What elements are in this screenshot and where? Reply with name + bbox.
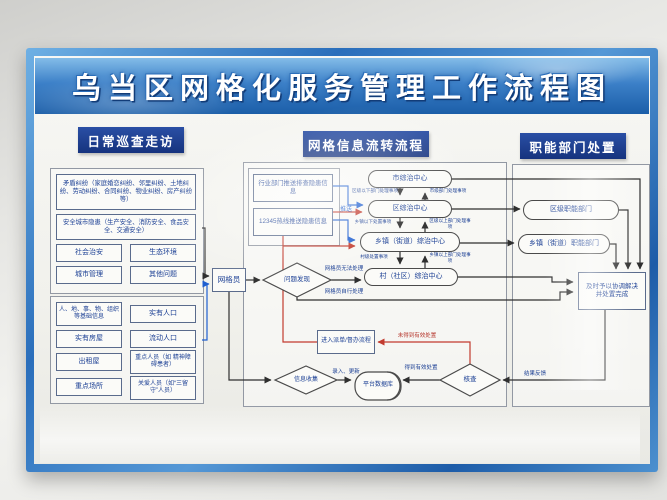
diamond-check — [438, 363, 502, 397]
label-self-handle: 网格员自行处理 — [324, 289, 364, 295]
issue-public-security: 社会治安 — [56, 244, 122, 262]
base-key-places: 重点场所 — [56, 378, 122, 396]
label-up-city: 市级部门处理事项 — [429, 188, 467, 193]
dept-town: 乡镇（街道）职能部门 — [518, 234, 610, 254]
source-12345-hotline: 12345热线推送隐患信息 — [253, 208, 333, 236]
issue-city-management: 城市管理 — [56, 266, 122, 284]
issue-other: 其他问题 — [130, 266, 196, 284]
label-up-town: 乡镇以上部门处理事项 — [429, 252, 471, 263]
diamond-check-label: 核查 — [463, 375, 477, 383]
base-info: 人、地、事、物、组织等基础信息 — [56, 302, 122, 326]
label-cannot-handle: 网格员无法处理 — [324, 266, 364, 272]
base-care-persons: 关爱人员（如“三留守”人员） — [130, 376, 196, 400]
base-actual-population: 实有人口 — [130, 305, 196, 323]
resolve-line1: 及时予以协调解决 — [586, 282, 638, 290]
label-feedback: 结果反馈 — [523, 371, 546, 377]
diamond-collect — [273, 365, 339, 395]
center-district: 区综治中心 — [368, 200, 452, 218]
base-rental-houses: 出租屋 — [56, 353, 122, 371]
issue-disputes: 矛盾纠纷（家庭婚恋纠纷、邻里纠纷、土地纠纷、劳动纠纷、合同纠纷、物业纠纷、房产纠… — [56, 174, 196, 210]
issue-ecology: 生态环境 — [130, 244, 196, 262]
label-not-resolved: 未得到有效处置 — [397, 333, 437, 339]
label-down-town: 村级处置事项 — [360, 254, 388, 259]
label-push: 推送 — [339, 207, 352, 213]
diamond-problem-found-label: 问题发现 — [284, 276, 310, 284]
source-industry-push: 行业部门推送排查隐患信息 — [253, 174, 333, 202]
label-down-district: 乡镇以下处置事项 — [354, 219, 392, 224]
label-record-update: 录入、更新 — [332, 369, 360, 375]
center-village: 村（社区）综治中心 — [364, 268, 458, 286]
base-key-persons: 重点人员（如 精神障碍患者） — [130, 350, 196, 374]
center-town: 乡镇（街道）综治中心 — [360, 232, 460, 252]
section-header-dept-handling: 职能部门处置 — [520, 133, 626, 159]
label-resolved: 得到有效处置 — [404, 365, 438, 371]
base-actual-houses: 实有房屋 — [56, 330, 122, 348]
issue-safety: 安全城市隐患（生产安全、消防安全、食品安全、交通安全） — [56, 214, 196, 240]
label-up-district: 区级以上部门处理事项 — [429, 218, 471, 229]
diamond-collect-label: 信息收集 — [293, 376, 318, 383]
cylinder-cap — [386, 371, 401, 401]
cylinder-database — [354, 371, 402, 401]
base-floating-population: 流动人口 — [130, 330, 196, 348]
center-city: 市综治中心 — [368, 170, 452, 188]
resolve-box: 及时予以协调解决 并处置完成 — [578, 272, 646, 310]
dept-district: 区级职能部门 — [523, 200, 619, 220]
dispatch-process-box: 进入派单/督办流程 — [317, 330, 375, 354]
resolve-line2: 并处置完成 — [595, 291, 629, 298]
grid-member-box: 网格员 — [212, 268, 246, 292]
label-down-city: 区级以下部门处理事项 — [352, 188, 398, 193]
cylinder-database-label: 平台数据库 — [362, 382, 393, 389]
